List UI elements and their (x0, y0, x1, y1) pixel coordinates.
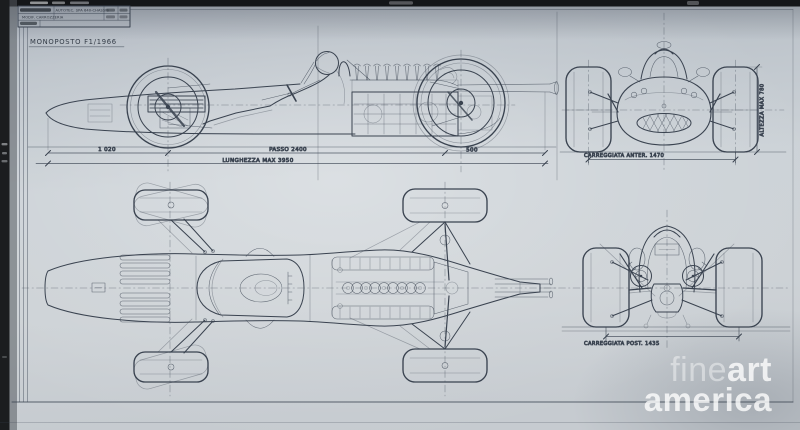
rear-view: CARREGGIATA POST. 1435 (561, 209, 791, 351)
plan-view (21, 181, 789, 397)
driver-seat (239, 273, 283, 303)
dim-max-height: ALTEZZA MAX 780 (760, 84, 766, 137)
nose-intake-mesh (636, 113, 692, 133)
side-view: 1 020 PASSO 2400 500 LUNGHEZZA MAX 3950 (27, 11, 559, 181)
dim-front-overhang: 1 020 (98, 147, 116, 153)
front-body (616, 41, 712, 146)
side-engine (351, 63, 459, 137)
title-block-row1: AUTOTEC. SPA 640-CHASSIS (56, 9, 110, 13)
front-view-dimensions: CARREGGIATA ANTER. 1470 ALTEZZA MAX 780 (584, 64, 766, 164)
plan-suspension (157, 218, 471, 354)
plan-body (44, 247, 541, 329)
left-mirror (618, 67, 632, 77)
front-view: CARREGGIATA ANTER. 1470 ALTEZZA MAX 780 (559, 12, 787, 171)
drawing-title: MONOPOSTO F1/1966 (28, 38, 125, 48)
plan-engine (331, 256, 469, 320)
title-block-scribble (20, 8, 51, 12)
title-block-row2: MODIF. CARROZZERIA (22, 15, 64, 19)
dim-wheelbase: PASSO 2400 (269, 147, 307, 153)
dim-front-track: CARREGGIATA ANTER. 1470 (584, 153, 664, 159)
intake-trumpets-plan (342, 282, 426, 294)
nose-louvres (119, 254, 171, 323)
title-block: AUTOTEC. SPA 640-CHASSIS MODIF. CARROZZE… (17, 5, 131, 28)
watermark-line1: fineart (670, 351, 772, 389)
film-edge-left (0, 0, 10, 430)
drawing-title-text: MONOPOSTO F1/1966 (30, 38, 117, 46)
driver-helmet (315, 51, 339, 75)
watermark-line2: america (644, 381, 772, 418)
plan-exhaust (494, 277, 557, 299)
side-rear-wheel (412, 54, 510, 152)
side-view-dimensions: 1 020 PASSO 2400 500 LUNGHEZZA MAX 3950 (35, 147, 549, 167)
dim-rear-track: CARREGGIATA POST. 1435 (584, 341, 660, 347)
watermark-art: art (727, 351, 772, 389)
watermark-fine: fine (670, 351, 727, 389)
steering-wheel (286, 84, 297, 102)
rear-view-dimensions: CARREGGIATA POST. 1435 (584, 326, 742, 347)
front-suspension (588, 90, 736, 131)
cockpit-opening (196, 258, 305, 318)
sheet-frame (0, 9, 800, 423)
rear-suspension (599, 243, 735, 318)
right-mirror (696, 67, 710, 77)
dim-rear-overhang: 500 (466, 148, 478, 154)
dim-overall-length: LUNGHEZZA MAX 3950 (222, 158, 293, 164)
side-front-wheel (126, 65, 213, 149)
watermark: fineart america (644, 351, 772, 418)
